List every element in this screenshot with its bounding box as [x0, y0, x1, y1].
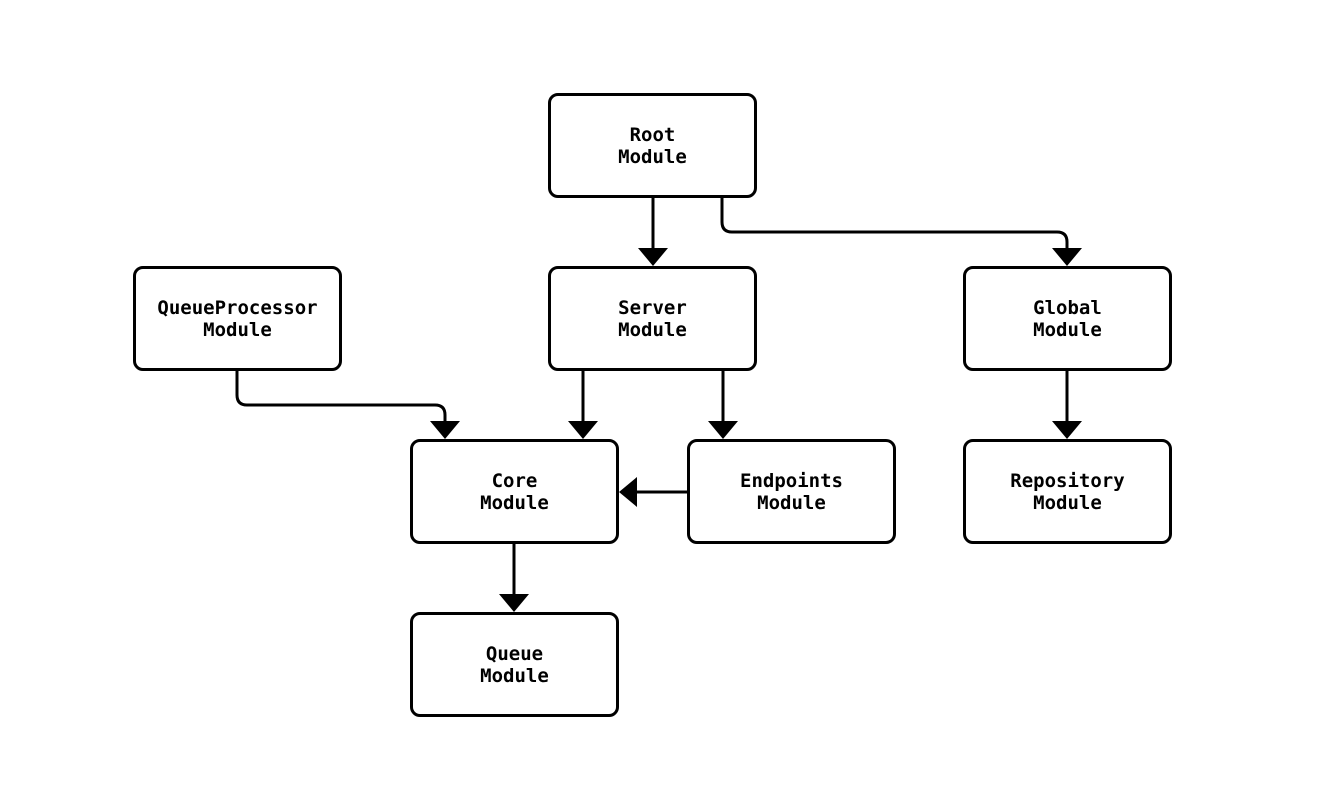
node-label: Root [629, 123, 676, 146]
node-label: Module [757, 491, 826, 514]
node-label: Module [480, 664, 549, 687]
node-label: Global [1033, 296, 1102, 319]
edge-server-module-to-core-module [568, 371, 598, 439]
edge-root-module-to-global-module [720, 198, 1082, 266]
edge-line [720, 198, 1069, 252]
node-label: Server [618, 296, 687, 319]
node-label: Module [203, 318, 272, 341]
arrowhead-root-module-to-global-module [1052, 248, 1082, 266]
edge-core-module-to-queue-module [499, 544, 529, 612]
edge-root-module-to-server-module [638, 198, 668, 266]
arrowhead-server-module-to-endpoints-module [708, 421, 738, 439]
node-label: Queue [485, 642, 544, 665]
node-label: Repository [1010, 469, 1125, 492]
edge-server-module-to-endpoints-module [708, 371, 738, 439]
arrowhead-core-module-to-queue-module [499, 594, 529, 612]
node-label: Module [1033, 491, 1102, 514]
node-label: QueueProcessor [157, 296, 318, 319]
arrowhead-root-module-to-server-module [638, 248, 668, 266]
edge-line [235, 371, 447, 425]
edge-queueprocessor-module-to-core-module [235, 371, 460, 439]
node-label: Module [618, 318, 687, 341]
node-label: Module [618, 145, 687, 168]
edge-endpoints-module-to-core-module [619, 477, 687, 507]
node-label: Module [1033, 318, 1102, 341]
arrowhead-endpoints-module-to-core-module [619, 477, 637, 507]
arrowhead-queueprocessor-module-to-core-module [430, 421, 460, 439]
arrowhead-global-module-to-repository-module [1052, 421, 1082, 439]
node-label: Module [480, 491, 549, 514]
node-label: Core [491, 469, 538, 492]
node-label: Endpoints [740, 469, 843, 492]
arrowhead-server-module-to-core-module [568, 421, 598, 439]
edge-global-module-to-repository-module [1052, 371, 1082, 439]
